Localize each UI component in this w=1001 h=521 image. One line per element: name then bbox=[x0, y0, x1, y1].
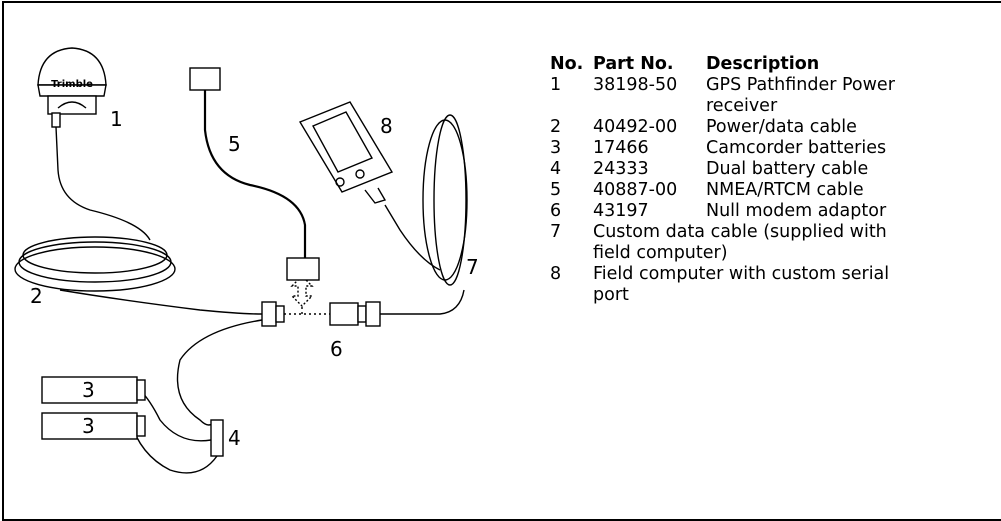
arrow-icon bbox=[290, 275, 314, 307]
callout-4: 4 bbox=[228, 426, 241, 450]
row-part-no: 24333 bbox=[593, 159, 649, 179]
row-no: 4 bbox=[550, 159, 562, 179]
row-part-no: 40492-00 bbox=[593, 117, 678, 137]
table-row: 2 40492-00 Power/data cable bbox=[550, 117, 906, 138]
row-no: 1 bbox=[550, 75, 562, 95]
row-part-no: 43197 bbox=[593, 201, 649, 221]
row-no: 6 bbox=[550, 201, 562, 221]
parts-table: No. Part No. Description 1 38198-50 GPS … bbox=[550, 54, 906, 306]
callout-2: 2 bbox=[30, 284, 43, 308]
callout-6: 6 bbox=[330, 337, 343, 361]
row-description: Custom data cable (supplied with field c… bbox=[593, 222, 887, 263]
receiver-brand: Trimble bbox=[51, 79, 93, 90]
nmea-connector-bottom-icon bbox=[286, 257, 320, 281]
nmea-connector-top-icon bbox=[189, 67, 221, 91]
header-no: No. bbox=[550, 54, 584, 74]
callout-8: 8 bbox=[380, 114, 393, 138]
table-row: 8 Field computer with custom serial port bbox=[550, 264, 906, 306]
row-description: Power/data cable bbox=[706, 117, 857, 137]
row-description: Field computer with custom serial port bbox=[593, 264, 890, 305]
row-no: 8 bbox=[550, 264, 562, 284]
table-row: 7 Custom data cable (supplied with field… bbox=[550, 222, 906, 264]
cable-to-connector bbox=[59, 289, 263, 315]
table-row: 4 24333 Dual battery cable bbox=[550, 159, 906, 180]
header-description: Description bbox=[706, 54, 820, 74]
callout-7: 7 bbox=[466, 255, 479, 279]
power-data-cable bbox=[55, 126, 151, 241]
header-part-no: Part No. bbox=[593, 54, 674, 74]
field-computer-icon bbox=[298, 101, 394, 204]
null-modem-adaptor-icon bbox=[329, 302, 359, 326]
row-description: Dual battery cable bbox=[706, 159, 869, 179]
table-header-row: No. Part No. Description bbox=[550, 54, 906, 75]
row-part-no: 40887-00 bbox=[593, 180, 678, 200]
table-row: 6 43197 Null modem adaptor bbox=[550, 201, 906, 222]
row-no: 3 bbox=[550, 138, 562, 158]
row-no: 5 bbox=[550, 180, 562, 200]
row-description: Camcorder batteries bbox=[706, 138, 887, 158]
cable-coil-2 bbox=[18, 241, 172, 283]
row-no: 7 bbox=[550, 222, 562, 242]
battery-bottom-icon bbox=[41, 412, 138, 440]
cable-splitter-icon bbox=[210, 419, 224, 457]
row-description: GPS Pathfinder Power receiver bbox=[706, 75, 895, 116]
callout-3-bottom: 3 bbox=[82, 414, 95, 438]
table-row: 3 17466 Camcorder batteries bbox=[550, 138, 906, 159]
dual-battery-cable bbox=[176, 319, 263, 426]
table-row: 5 40887-00 NMEA/RTCM cable bbox=[550, 180, 906, 201]
row-description: Null modem adaptor bbox=[706, 201, 887, 221]
callout-5: 5 bbox=[228, 132, 241, 156]
battery-top-icon bbox=[41, 376, 138, 404]
nmea-cable bbox=[203, 90, 307, 258]
row-no: 2 bbox=[550, 117, 562, 137]
gps-receiver-icon bbox=[37, 47, 107, 128]
connection-diagram: Trimble 1 2 3 3 4 5 6 7 8 bbox=[14, 47, 479, 474]
cable-coil-3 bbox=[14, 246, 176, 292]
table-row: 1 38198-50 GPS Pathfinder Power receiver bbox=[550, 75, 906, 117]
custom-cable-coil-2 bbox=[422, 119, 468, 281]
custom-data-cable bbox=[380, 289, 465, 315]
row-part-no: 38198-50 bbox=[593, 75, 678, 95]
row-part-no: 17466 bbox=[593, 138, 649, 158]
callout-3-top: 3 bbox=[82, 378, 95, 402]
row-description: NMEA/RTCM cable bbox=[706, 180, 864, 200]
callout-1: 1 bbox=[110, 107, 123, 131]
db9-connector-icon bbox=[261, 301, 277, 327]
custom-cable-coil-1 bbox=[433, 114, 467, 286]
